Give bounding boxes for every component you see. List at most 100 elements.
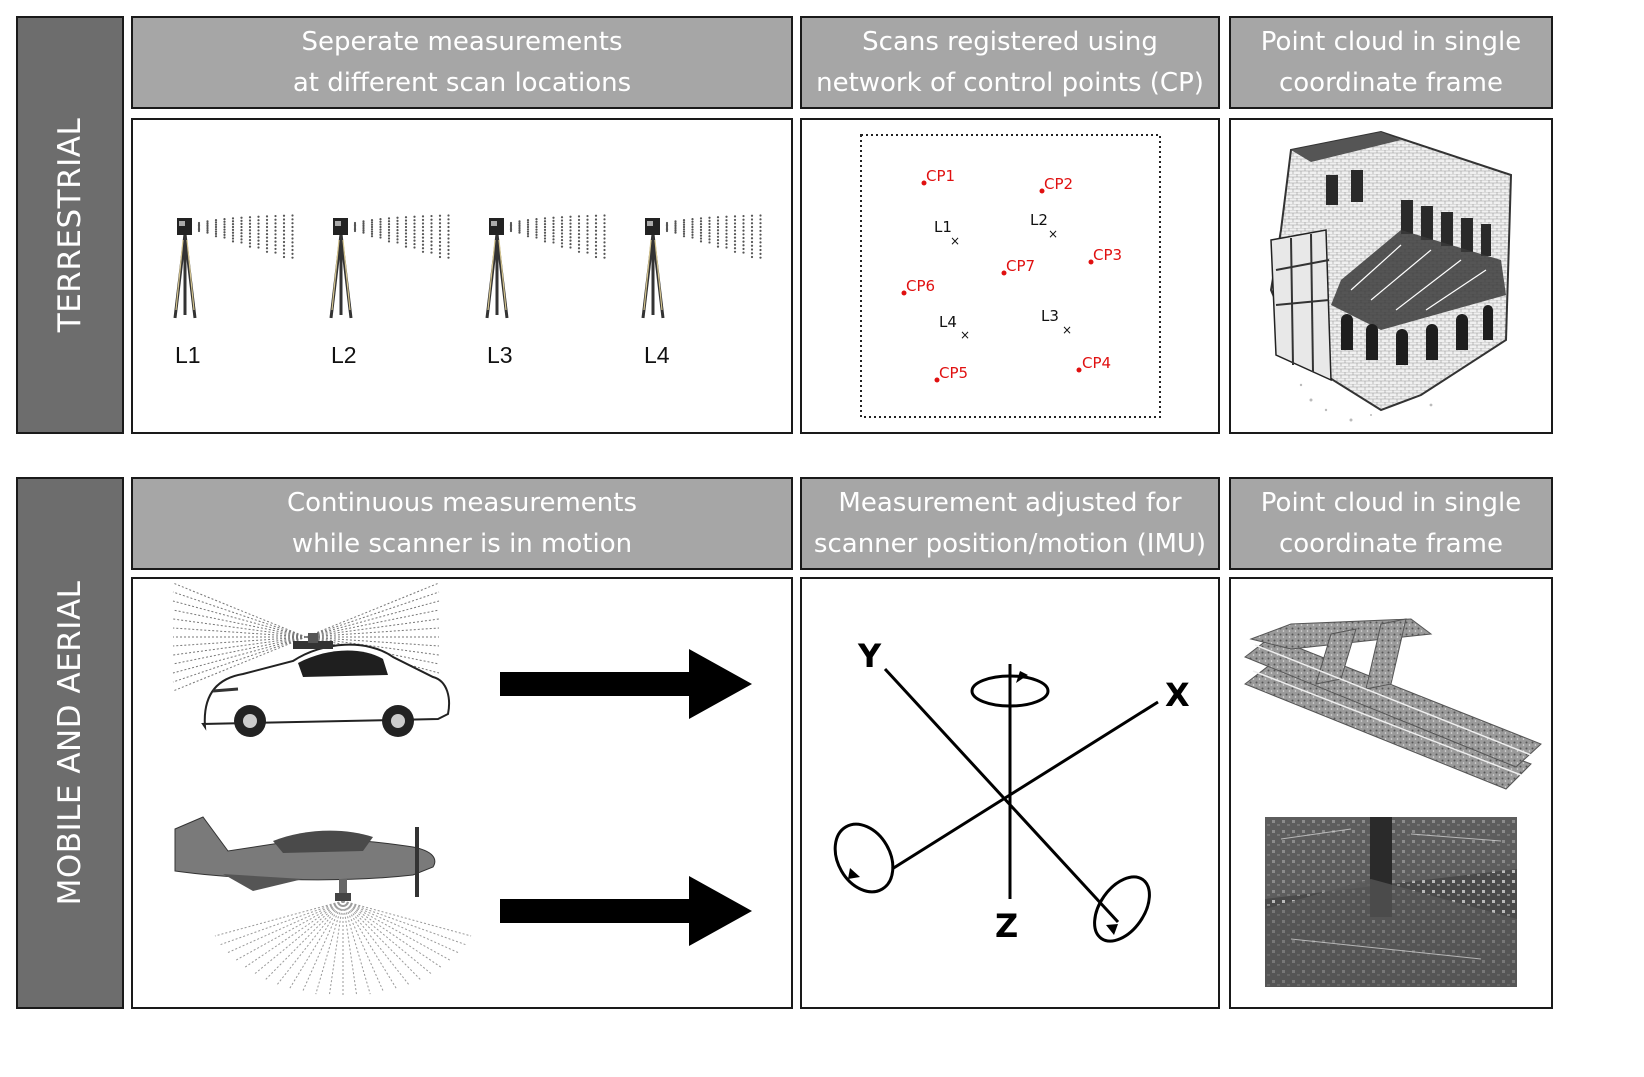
rotation-icon [833, 822, 895, 894]
l2-cross: × [1048, 227, 1058, 241]
car-scan-line [172, 636, 307, 683]
terrestrial-header-1: Seperate measurements at different scan … [131, 16, 793, 109]
y-axis-label: Y [857, 637, 882, 675]
airplane-scan-line [342, 900, 451, 961]
scan-location-label-l4: L4 [644, 342, 670, 368]
terrestrial-header-3-text: Point cloud in single coordinate frame [1260, 26, 1522, 98]
network-location-l2: L2 [1030, 211, 1048, 229]
tripod-scanner-icon [641, 214, 762, 319]
building-pointcloud-icon [1269, 130, 1513, 422]
cp6-label: CP6 [906, 277, 935, 295]
tripod-scanner-icon [485, 214, 606, 319]
car-scan-line [305, 636, 440, 665]
car-scan-line [172, 591, 307, 638]
cp2-marker [1039, 188, 1045, 194]
airplane-scan-line [342, 900, 432, 975]
car-scan-line [172, 636, 307, 656]
airplane-scan-line [220, 900, 344, 946]
mobile-scanning-graphic [172, 582, 752, 996]
mobile-header-1-text: Continuous measurements while scanner is… [286, 487, 638, 559]
cp3-label: CP3 [1093, 246, 1122, 264]
scan-locations-panel: L1 L2 L3 L4 [131, 118, 793, 434]
airplane-scan-line [235, 900, 344, 961]
cp7-marker [1001, 270, 1007, 276]
cp6-marker [901, 290, 907, 296]
airplane-scan-line [342, 900, 459, 954]
terrestrial-header-2: Scans registered using network of contro… [800, 16, 1220, 109]
airplane-scan-line [227, 900, 344, 954]
arrow-right-icon [500, 876, 752, 946]
airplane-scan-line [276, 900, 344, 985]
airplane-scan-line [342, 900, 472, 937]
cp5-label: CP5 [939, 364, 968, 382]
z-axis-label: Z [995, 907, 1018, 945]
survey-area-boundary [860, 134, 1161, 418]
cp1-marker [921, 180, 927, 186]
cp4-label: CP4 [1082, 354, 1111, 372]
mobile-header-3: Point cloud in single coordinate frame [1229, 477, 1553, 570]
l4-cross: × [960, 328, 970, 342]
car-scan-line [305, 591, 440, 638]
airplane-scan-line [342, 900, 371, 995]
scan-locations-graphic: L1 L2 L3 L4 [173, 214, 762, 368]
rotation-icon [970, 674, 1050, 708]
network-location-l3: L3 [1041, 307, 1059, 325]
terrestrial-header-3: Point cloud in single coordinate frame [1229, 16, 1553, 109]
cp3-marker [1088, 259, 1094, 265]
mobile-section-label: MOBILE AND AERIAL [16, 477, 124, 1009]
city-pointcloud-icon [1265, 817, 1517, 987]
mobile-header-1: Continuous measurements while scanner is… [131, 477, 793, 570]
network-location-l4: L4 [939, 313, 957, 331]
mobile-header-2: Measurement adjusted for scanner positio… [800, 477, 1220, 570]
cp4-marker [1076, 367, 1082, 373]
car-scanner-icon [201, 633, 451, 737]
airplane-scan-lines [214, 900, 472, 996]
scan-location-label-l3: L3 [487, 342, 513, 368]
terrestrial-section-label: TERRESTRIAL [16, 16, 124, 434]
cp1-label: CP1 [926, 167, 955, 185]
terrestrial-label: TERRESTRIAL [52, 117, 88, 333]
x-axis-line [891, 700, 1159, 871]
l1-cross: × [950, 234, 960, 248]
l3-cross: × [1062, 323, 1072, 337]
cp5-marker [934, 377, 940, 383]
network-location-l1: L1 [934, 218, 952, 236]
scan-location-label-l2: L2 [331, 342, 357, 368]
imu-axes-graphic: Y X Z [833, 637, 1190, 945]
mobile-header-2-text: Measurement adjusted for scanner positio… [813, 487, 1207, 559]
airplane-scan-line [342, 900, 410, 985]
mobile-scanning-panel [131, 577, 793, 1009]
airplane-scanner-icon [174, 816, 436, 901]
car-scan-line [172, 636, 307, 674]
car-scan-line [172, 618, 307, 638]
airplane-scan-line [342, 900, 397, 989]
control-network-graphic: CP1 CP2 CP3 CP4 CP5 CP6 CP7 L1 × L2 × L3… [860, 134, 1161, 418]
mobile-label: MOBILE AND AERIAL [52, 580, 88, 906]
car-scan-line [305, 609, 440, 638]
car-scan-line [172, 636, 307, 665]
tripod-scanner-icon [329, 214, 450, 319]
airplane-scan-line [342, 900, 466, 946]
airplane-scan-line [214, 900, 344, 937]
rotation-icon [1093, 875, 1151, 943]
airplane-scan-line [315, 900, 344, 995]
airplane-scan-line [342, 900, 384, 993]
imu-axes-panel: Y X Z [800, 577, 1220, 1009]
car-scan-line [172, 609, 307, 638]
airplane-scan-line [302, 900, 344, 993]
scan-location-label-l1: L1 [175, 342, 201, 368]
y-axis-line [883, 667, 1120, 924]
road-pointcloud-icon [1244, 618, 1542, 790]
arrow-right-icon [500, 649, 752, 719]
building-pointcloud-panel [1229, 118, 1553, 434]
airplane-scan-line [328, 900, 344, 996]
airplane-scan-line [254, 900, 344, 975]
car-scan-line [172, 600, 307, 638]
airplane-scan-line [289, 900, 344, 989]
airplane-scan-line [342, 900, 358, 996]
x-axis-label: X [1165, 676, 1190, 714]
car-scan-line [305, 618, 440, 638]
car-scan-line [305, 600, 440, 638]
terrestrial-header-1-text: Seperate measurements at different scan … [292, 26, 632, 98]
mobile-pointcloud-panel [1229, 577, 1553, 1009]
